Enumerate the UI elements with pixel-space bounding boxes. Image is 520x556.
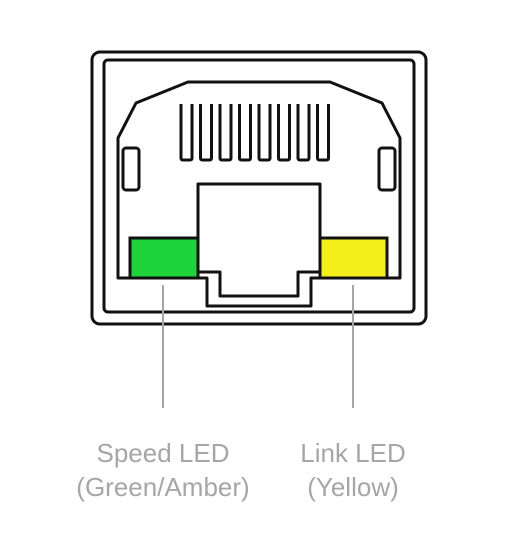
contact-pin-7 — [296, 104, 311, 162]
contact-pin-5 — [257, 104, 272, 162]
speed-led-label-line2: (Green/Amber) — [76, 472, 250, 502]
port-housing-inner — [102, 58, 416, 314]
plug-key-slot — [196, 182, 322, 298]
contact-pin-8 — [316, 104, 330, 162]
speed-led-label-line1: Speed LED — [96, 438, 230, 468]
contact-pin-3 — [218, 104, 233, 162]
right-latch-tab — [377, 146, 397, 192]
speed-led-label: Speed LED (Green/Amber) — [43, 436, 283, 504]
link-led-label-line2: (Yellow) — [307, 472, 399, 502]
link-led — [318, 236, 389, 280]
contact-pin-6 — [277, 104, 291, 162]
link-led-label-line1: Link LED — [300, 438, 406, 468]
speed-led — [128, 236, 200, 280]
contact-pin-4 — [238, 104, 252, 162]
contact-pin-1 — [179, 104, 194, 162]
left-latch-tab — [121, 146, 141, 192]
contact-pin-2 — [199, 104, 213, 162]
jack-opening — [116, 80, 402, 308]
port-housing-outer — [90, 50, 428, 326]
link-led-label: Link LED (Yellow) — [233, 436, 473, 504]
contact-pins — [179, 104, 330, 162]
